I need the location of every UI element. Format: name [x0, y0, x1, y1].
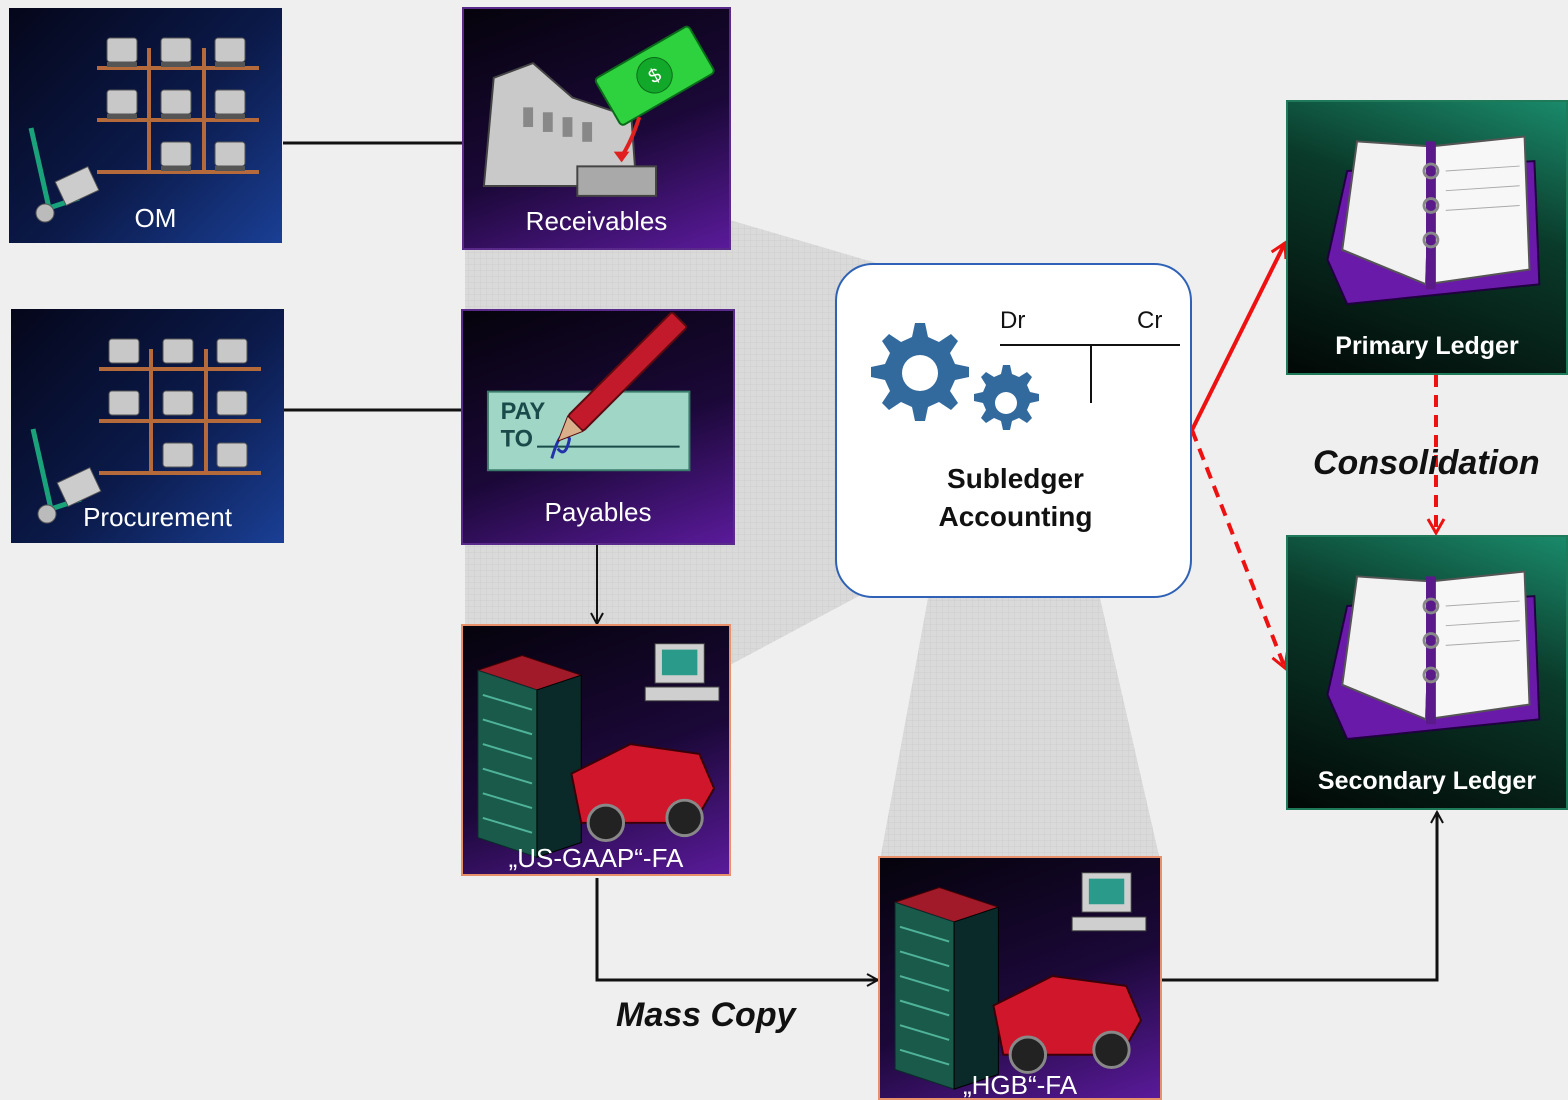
t-account-icon: [1000, 344, 1180, 403]
connector-sla-primary: [1190, 240, 1288, 431]
secondary-ledger-node[interactable]: Secondary Ledger: [1286, 535, 1568, 810]
connector-sla-secondary: [1190, 429, 1289, 671]
ledger-book-icon: [1326, 135, 1541, 306]
gears-icon: [871, 323, 1039, 430]
svg-text:PAY: PAY: [501, 398, 546, 424]
warehouse-icon: [28, 37, 259, 223]
svg-text:TO: TO: [501, 426, 533, 452]
fixed-assets-icon: [476, 643, 720, 858]
subledger-title: Subledger Accounting: [837, 460, 1194, 536]
subledger-accounting-box[interactable]: Dr Cr Subledger Accounting: [835, 263, 1192, 598]
connector-mass-copy: [595, 878, 878, 980]
receivables-node[interactable]: $ Receivables: [462, 7, 731, 250]
primary-ledger-label: Primary Ledger: [1335, 332, 1519, 360]
subledger-title-line1: Subledger: [947, 463, 1084, 494]
receivables-label: Receivables: [525, 206, 668, 236]
projection-beam-bottom: [880, 598, 1160, 860]
hgb-fa-label: „HGB“-FA: [962, 1070, 1078, 1100]
fixed-assets-icon: [893, 872, 1147, 1090]
payables-node[interactable]: PAY TO Payables: [461, 309, 735, 545]
procurement-label: Procurement: [83, 502, 232, 532]
payables-label: Payables: [544, 497, 652, 527]
credit-label: Cr: [1137, 307, 1163, 334]
cash-register-icon: $: [482, 25, 715, 197]
connector-hgb-secondary: [1162, 812, 1437, 982]
secondary-ledger-label: Secondary Ledger: [1317, 767, 1537, 795]
warehouse-icon: [30, 338, 261, 524]
om-node[interactable]: OM: [9, 8, 282, 243]
debit-label: Dr: [1000, 307, 1026, 334]
procurement-node[interactable]: Procurement: [11, 309, 284, 543]
subledger-title-line2: Accounting: [938, 501, 1093, 532]
us-gaap-fa-node[interactable]: „US-GAAP“-FA: [461, 624, 731, 876]
ledger-book-icon: [1326, 570, 1541, 741]
us-gaap-fa-label: „US-GAAP“-FA: [508, 843, 684, 873]
hgb-fa-node[interactable]: „HGB“-FA: [878, 856, 1162, 1100]
primary-ledger-node[interactable]: Primary Ledger: [1286, 100, 1568, 375]
check-signing-icon: PAY TO: [486, 312, 691, 472]
consolidation-label: Consolidation: [1313, 444, 1540, 482]
om-label: OM: [134, 203, 177, 233]
mass-copy-label: Mass Copy: [616, 996, 796, 1034]
